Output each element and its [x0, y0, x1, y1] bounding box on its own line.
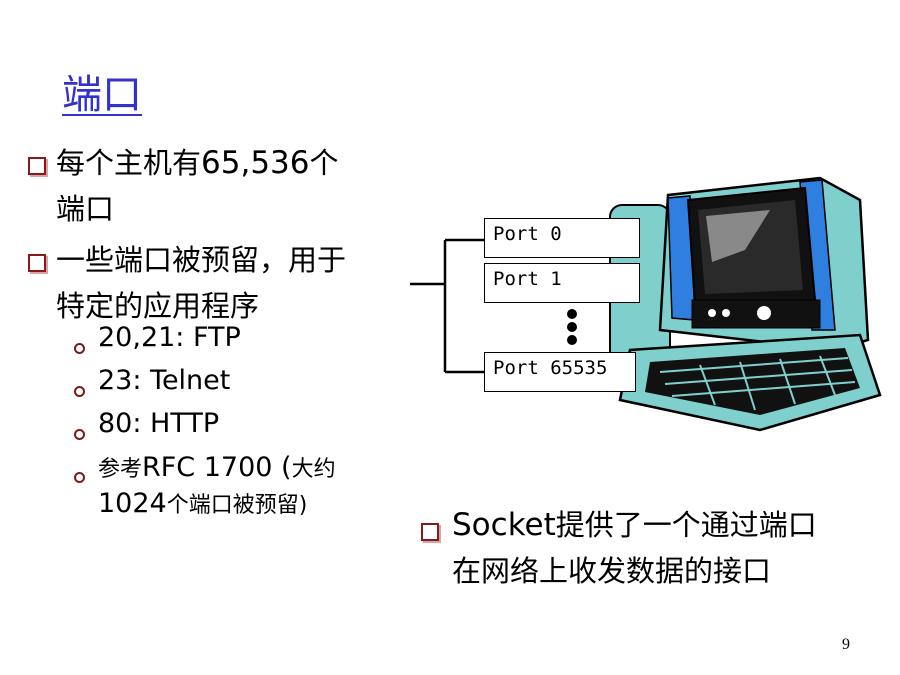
bullet-square-icon: [421, 523, 439, 541]
bullet-number: 65,536: [201, 145, 310, 181]
sub-bullet-icon: [74, 386, 85, 397]
bullet-text: 一些端口被预留，用于: [56, 243, 347, 277]
socket-text-line2: 在网络上收发数据的接口: [452, 554, 772, 588]
slide-title: 端口: [62, 72, 142, 118]
sub-item-ftp: 20,21: FTP: [98, 322, 241, 353]
sub-item-telnet: 23: Telnet: [98, 365, 231, 396]
bullet-reserved-ports: 一些端口被预留，用于 特定的应用程序: [56, 237, 346, 329]
bullet-square-icon: [28, 254, 46, 272]
rfc-text: 参考: [98, 457, 143, 482]
bullet-socket: Socket提供了一个通过端口 在网络上收发数据的接口: [452, 502, 817, 594]
sub-bullet-icon: [74, 472, 85, 483]
sub-bullet-icon: [74, 429, 85, 440]
sub-bullet-icon: [74, 343, 85, 354]
bullet-text: 个: [309, 146, 339, 180]
bullet-text-line2: 特定的应用程序: [56, 289, 260, 323]
rfc-text: 大约: [291, 457, 336, 482]
port-box-1: Port 1: [484, 263, 640, 303]
sub-item-http: 80: HTTP: [98, 408, 220, 439]
port-box-0: Port 0: [484, 218, 640, 258]
rfc-text: RFC 1700 (: [142, 452, 292, 483]
page-number: 9: [842, 636, 850, 653]
bullet-text-line2: 端口: [56, 192, 115, 226]
bullet-text: 每个主机有: [56, 146, 202, 180]
port-box-65535: Port 65535: [484, 352, 636, 392]
bullet-hosts-ports: 每个主机有65,536个 端口: [56, 140, 339, 232]
sub-item-rfc: 参考RFC 1700 (大约 1024个端口被预留): [98, 451, 336, 523]
socket-text: Socket: [452, 507, 556, 543]
rfc-number: 1024: [98, 488, 167, 519]
rfc-text: 个端口被预留): [166, 493, 308, 518]
bullet-square-icon: [28, 157, 46, 175]
socket-text: 提供了一个通过端口: [555, 508, 817, 542]
